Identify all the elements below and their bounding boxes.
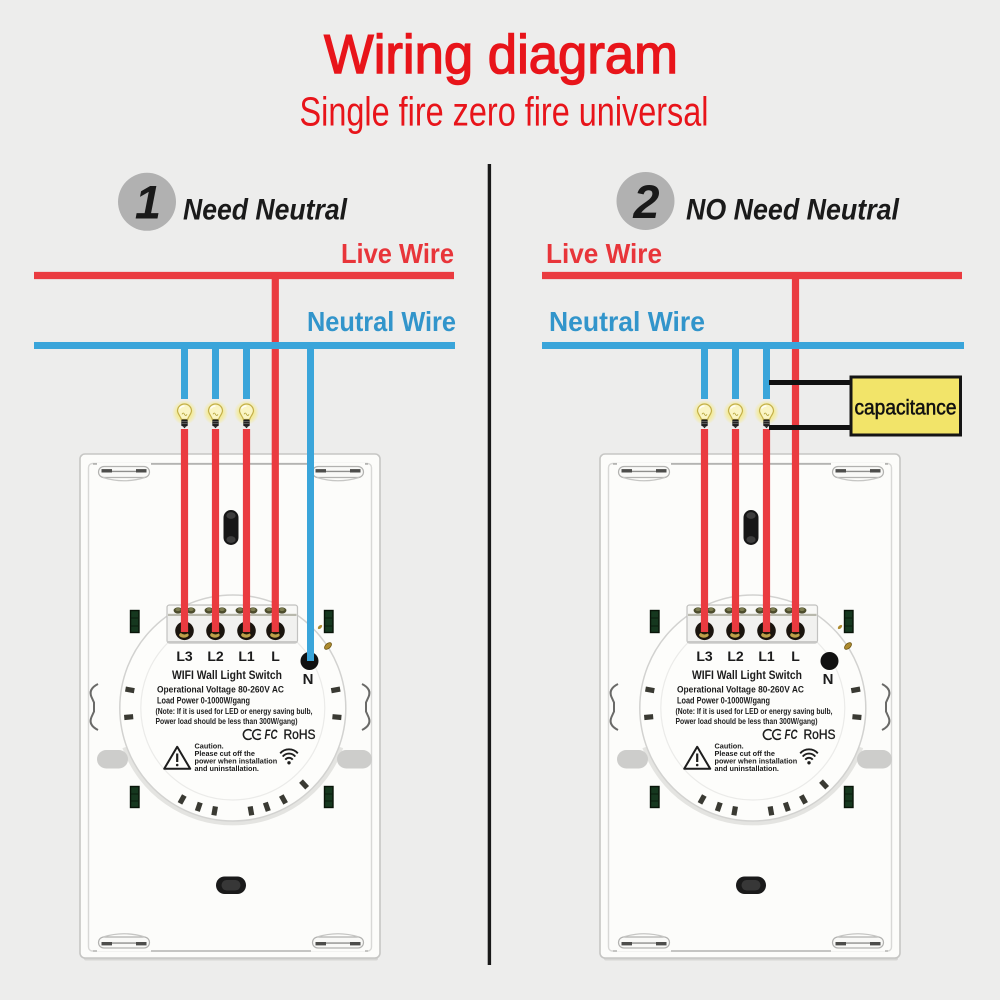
svg-text:2: 2	[632, 175, 659, 228]
svg-text:Need Neutral: Need Neutral	[183, 194, 348, 227]
svg-text:1: 1	[135, 176, 161, 229]
svg-text:Neutral Wire: Neutral Wire	[307, 306, 456, 337]
svg-text:Neutral Wire: Neutral Wire	[549, 306, 705, 337]
svg-text:capacitance: capacitance	[855, 396, 957, 420]
svg-text:Live Wire: Live Wire	[546, 238, 662, 269]
svg-text:Wiring diagram: Wiring diagram	[324, 23, 678, 85]
svg-text:NO Need Neutral: NO Need Neutral	[686, 194, 900, 227]
svg-text:Single fire zero fire universa: Single fire zero fire universal	[300, 89, 709, 135]
svg-text:Live Wire: Live Wire	[341, 238, 454, 269]
